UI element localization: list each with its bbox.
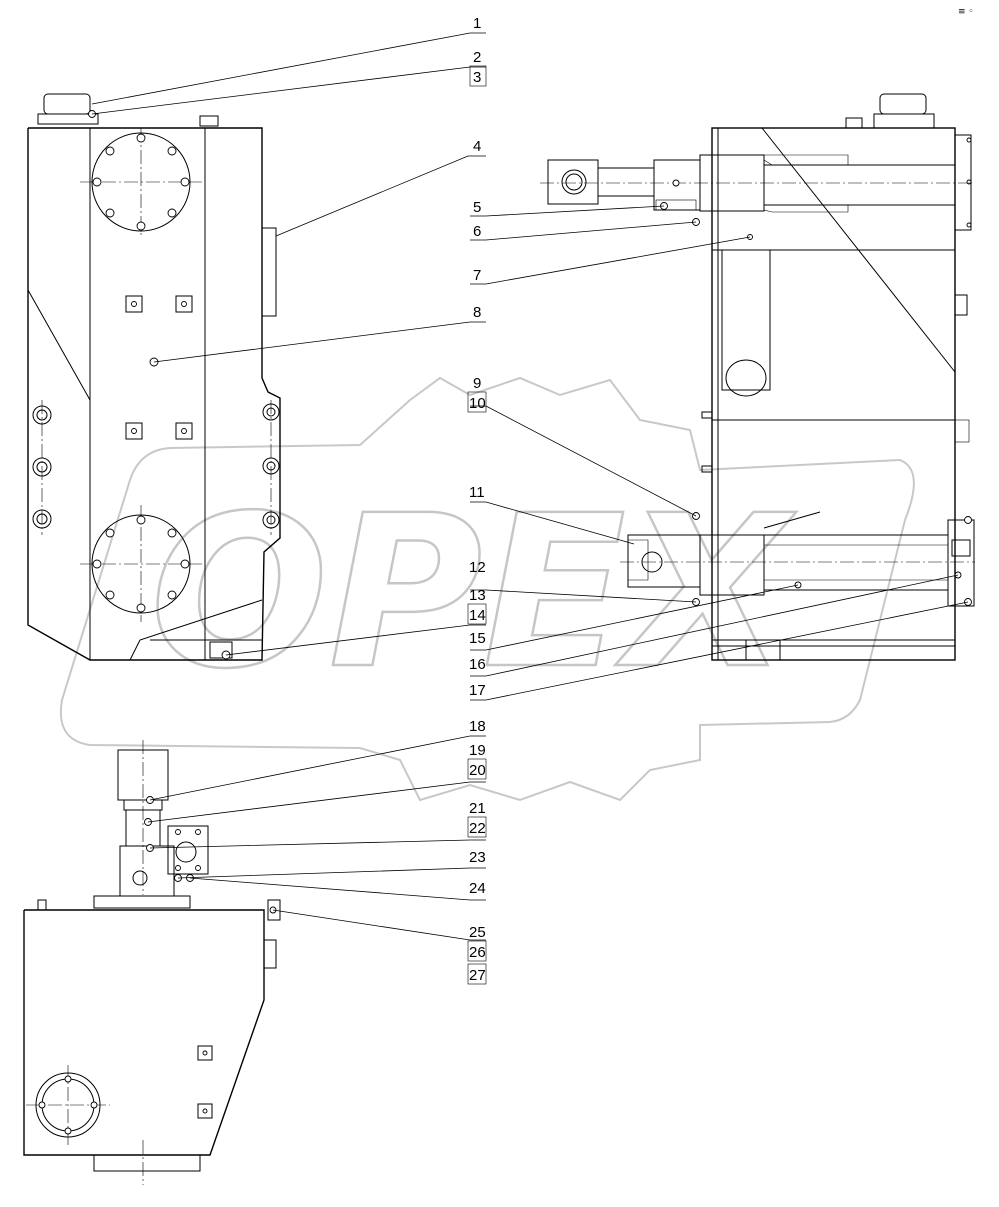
callout-13: 13 <box>469 587 486 604</box>
callout-9: 9 <box>473 375 481 392</box>
watermark-gear <box>59 376 915 802</box>
callout-17: 17 <box>469 682 486 699</box>
callout-11: 11 <box>469 484 485 501</box>
corner-mark: ≡ ◦ <box>958 7 974 17</box>
side-view-tank <box>23 740 281 1185</box>
callout-8: 8 <box>473 304 481 321</box>
callout-5: 5 <box>473 199 481 216</box>
callout-18: 18 <box>469 718 486 735</box>
callout-14: 14 <box>469 607 486 624</box>
callout-10: 10 <box>469 395 486 412</box>
callout-25: 25 <box>469 924 486 941</box>
callout-24: 24 <box>469 880 486 897</box>
callout-6: 6 <box>473 223 481 240</box>
leader-lines <box>91 32 969 941</box>
callout-2: 2 <box>473 49 481 66</box>
front-view-tank <box>27 93 281 661</box>
section-view-tank <box>540 93 975 661</box>
callout-23: 23 <box>469 849 486 866</box>
callout-20: 20 <box>469 762 486 779</box>
callout-16: 16 <box>469 656 486 673</box>
callout-7: 7 <box>473 267 481 284</box>
watermark-text: OPEX <box>150 470 797 715</box>
watermark: OPEX <box>59 376 915 802</box>
callout-27: 27 <box>469 967 486 984</box>
callout-1: 1 <box>473 15 481 32</box>
callout-12: 12 <box>469 559 486 576</box>
callout-3: 3 <box>473 69 481 86</box>
callout-21: 21 <box>469 800 486 817</box>
callout-19: 19 <box>469 742 486 759</box>
callout-labels: 1 2 3 4 5 6 7 8 9 10 11 12 13 14 15 16 1… <box>467 15 487 985</box>
callout-4: 4 <box>473 138 481 155</box>
callout-22: 22 <box>469 820 486 837</box>
callout-26: 26 <box>469 944 486 961</box>
callout-15: 15 <box>469 630 486 647</box>
